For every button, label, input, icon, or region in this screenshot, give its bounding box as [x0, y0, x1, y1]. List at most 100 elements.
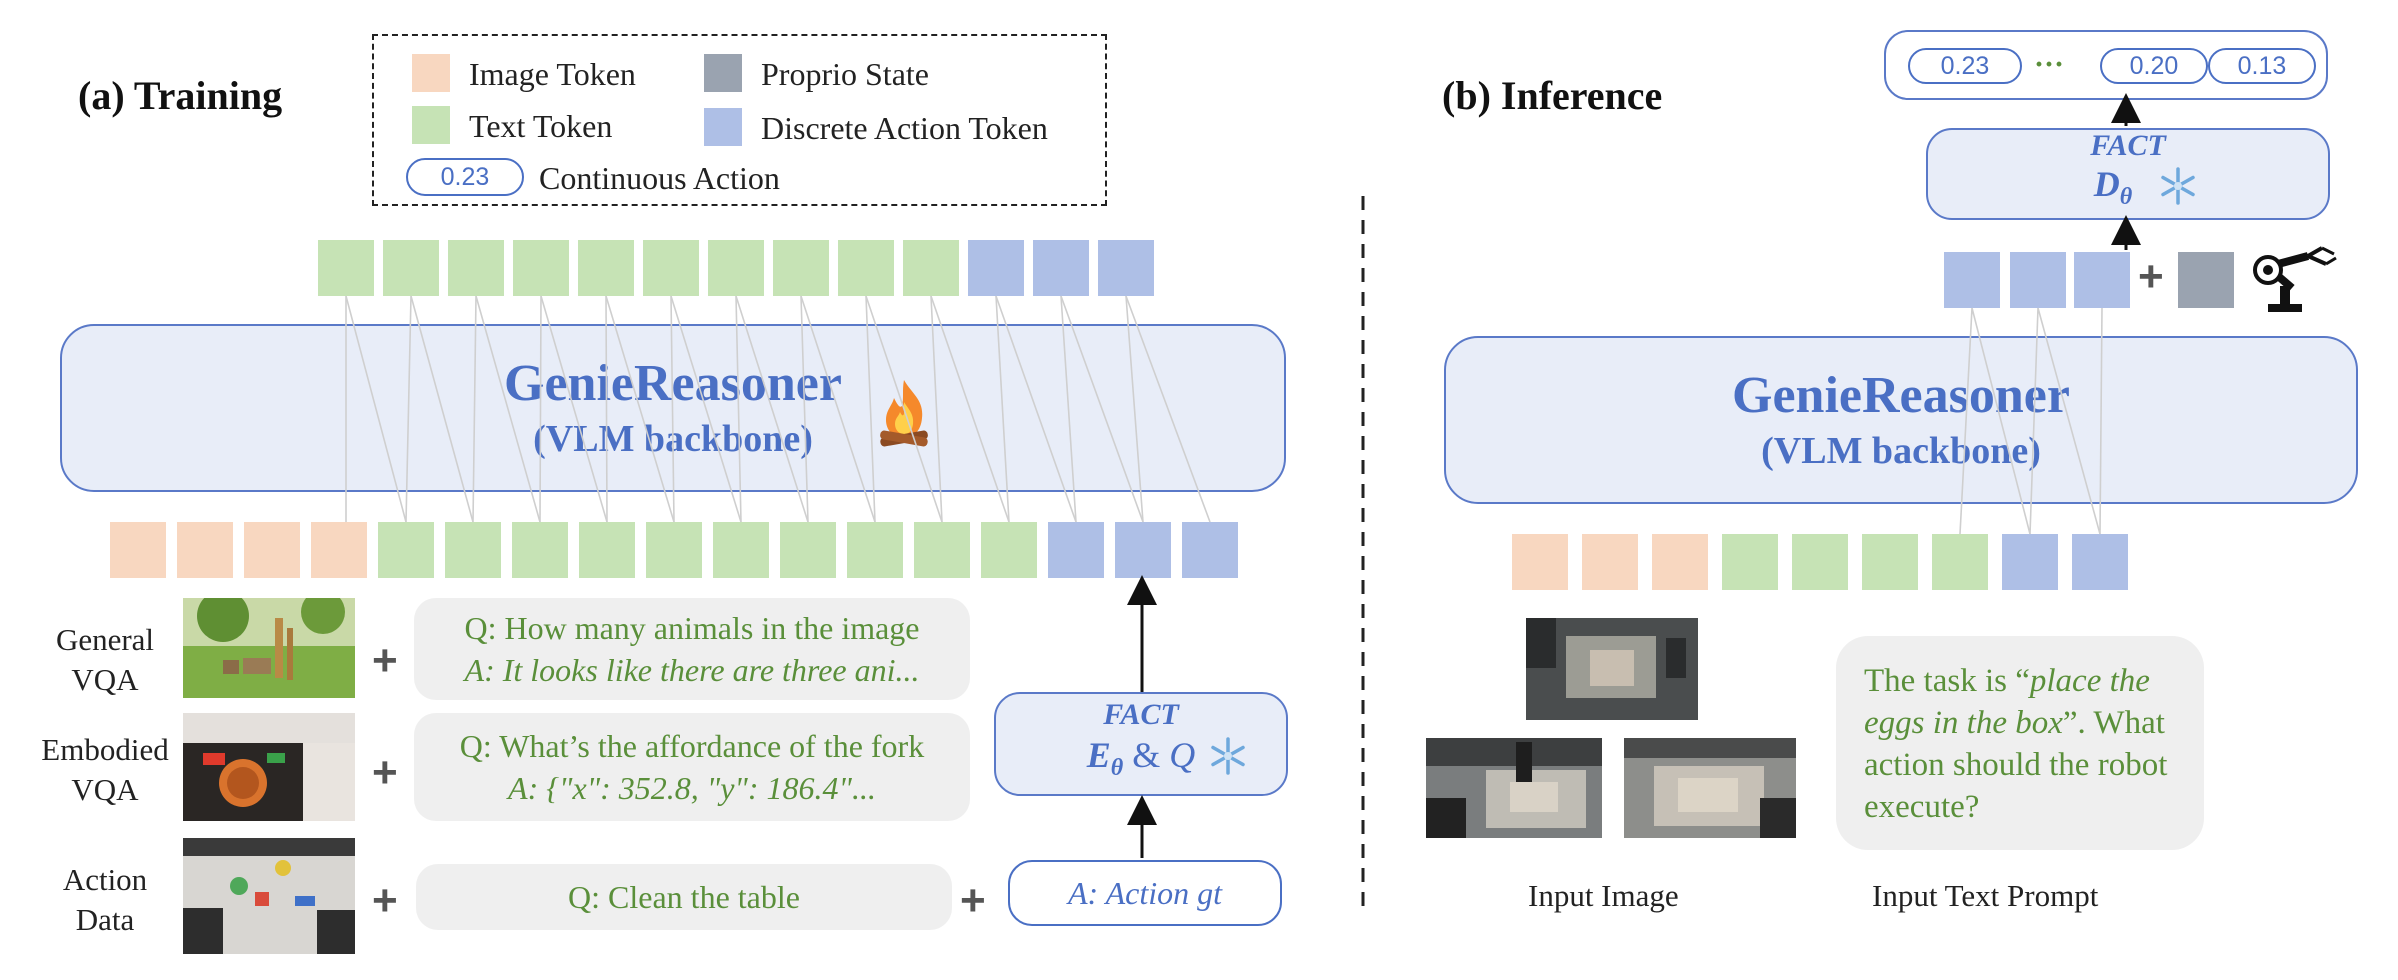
action-data-question-text: Q: Clean the table	[568, 879, 800, 915]
input-action-token	[1048, 522, 1104, 578]
output-text-token	[643, 240, 699, 296]
training-backbone: GenieReasoner (VLM backbone)	[60, 324, 1286, 492]
input-image-token	[311, 522, 367, 578]
legend-continuous-action-label: Continuous Action	[539, 160, 780, 196]
table-photo	[183, 838, 355, 954]
output-action-token	[1098, 240, 1154, 296]
legend-proprio-label: Proprio State	[761, 56, 929, 92]
fact-amp: &	[1132, 735, 1161, 776]
fact-decoder-sub: θ	[2119, 184, 2133, 211]
output-text-token	[383, 240, 439, 296]
input-image-token	[177, 522, 233, 578]
input-text-token	[713, 522, 769, 578]
input-text-prompt: The task is “place the eggs in the box”.…	[1836, 636, 2204, 850]
training-backbone-title: GenieReasoner	[504, 355, 842, 412]
prompt-suffix: ”. What action should the robot execute?	[1864, 705, 2168, 825]
plus-sign: +	[960, 876, 986, 925]
fact-encoder-name: FACT	[1103, 698, 1179, 732]
input-text-token	[780, 522, 836, 578]
output-text-token	[513, 240, 569, 296]
output-text-token	[773, 240, 829, 296]
inference-input-action-token	[2072, 534, 2128, 590]
camera-view-left	[1426, 738, 1602, 838]
output-text-token	[708, 240, 764, 296]
inference-action-token	[1944, 252, 2000, 308]
input-image-token	[110, 522, 166, 578]
fact-decoder-box: FACT Dθ	[1926, 128, 2330, 220]
general-vqa-question: Q: How many animals in the image	[464, 610, 920, 646]
prompt-task: place the eggs in the box	[1864, 663, 2150, 741]
legend-text-token-label: Text Token	[469, 108, 613, 144]
prompt-prefix: The task is “	[1864, 663, 2030, 699]
fact-decoder-symbol: D	[2093, 164, 2120, 205]
fact-encoder-formula: Eθ & Q	[1087, 733, 1196, 790]
input-text-prompt-label: Input Text Prompt	[1872, 878, 2099, 913]
fact-decoder-name: FACT	[2090, 129, 2166, 163]
fact-encoder-sub: θ	[1110, 755, 1124, 782]
fire-icon	[880, 380, 928, 447]
input-text-token	[847, 522, 903, 578]
legend-action-token-swatch	[704, 108, 742, 146]
legend: Image Token Proprio State Text Token Dis…	[372, 34, 1107, 206]
plus-sign: +	[2138, 252, 2164, 301]
input-text-token	[445, 522, 501, 578]
legend-proprio-swatch	[704, 54, 742, 92]
output-action-token	[1033, 240, 1089, 296]
legend-continuous-action-pill: 0.23	[406, 158, 524, 196]
camera-view-top	[1526, 618, 1698, 720]
output-ellipsis: ···	[2034, 48, 2065, 81]
proprio-state-token	[2178, 252, 2234, 308]
camera-view-right	[1624, 738, 1796, 838]
snowflake-icon	[1211, 737, 1245, 775]
legend-action-token-label: Discrete Action Token	[761, 110, 1048, 146]
output-text-token	[578, 240, 634, 296]
input-text-token	[914, 522, 970, 578]
output-text-token	[903, 240, 959, 296]
output-text-token	[318, 240, 374, 296]
training-title: (a) Training	[78, 73, 283, 118]
inference-input-text-token	[1792, 534, 1848, 590]
inference-input-action-token	[2002, 534, 2058, 590]
output-text-token	[448, 240, 504, 296]
inference-action-token	[2074, 252, 2130, 308]
plus-sign: +	[372, 636, 398, 685]
fact-q-symbol: Q	[1169, 735, 1196, 776]
input-text-token	[512, 522, 568, 578]
embodied-vqa-question: Q: What’s the affordance of the fork	[459, 728, 925, 764]
input-image-token	[244, 522, 300, 578]
inference-input-text-token	[1722, 534, 1778, 590]
embodied-vqa-answer: A: {"x": 352.8, "y": 186.4"...	[508, 770, 876, 806]
input-text-token	[378, 522, 434, 578]
inference-backbone: GenieReasoner (VLM backbone)	[1444, 336, 2358, 504]
inference-action-token	[2010, 252, 2066, 308]
plus-sign: +	[372, 748, 398, 797]
fact-encoder-box: FACT Eθ & Q	[994, 692, 1288, 796]
inference-input-image-token	[1512, 534, 1568, 590]
snowflake-icon	[2161, 167, 2195, 205]
action-data-question: Q: Clean the table	[416, 864, 952, 930]
inference-input-text-token	[1862, 534, 1918, 590]
input-text-token	[981, 522, 1037, 578]
output-action-token	[968, 240, 1024, 296]
robot-arm-icon	[2253, 246, 2337, 312]
fact-decoder-formula: Dθ	[2094, 163, 2132, 218]
kitchen-photo	[183, 713, 355, 821]
input-text-token	[646, 522, 702, 578]
inference-backbone-title: GenieReasoner	[1732, 367, 2070, 424]
training-backbone-subtitle: (VLM backbone)	[533, 418, 813, 460]
legend-image-token-label: Image Token	[469, 56, 636, 92]
output-text-token	[838, 240, 894, 296]
general-vqa-qa: Q: How many animals in the image A: It l…	[414, 598, 970, 700]
inference-input-text-token	[1932, 534, 1988, 590]
legend-image-token-swatch	[412, 54, 450, 92]
inference-backbone-subtitle: (VLM backbone)	[1761, 430, 2041, 472]
legend-text-token-swatch	[412, 106, 450, 144]
action-gt-pill: A: Action gt	[1008, 860, 1282, 926]
general-vqa-answer: A: It looks like there are three ani...	[464, 652, 920, 688]
input-image-label: Input Image	[1528, 878, 1679, 913]
inference-title: (b) Inference	[1442, 73, 1663, 118]
input-action-token	[1182, 522, 1238, 578]
output-value-3: 0.13	[2208, 48, 2316, 84]
